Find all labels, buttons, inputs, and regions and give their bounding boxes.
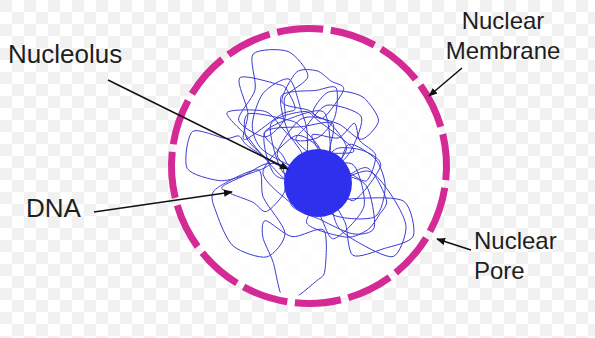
membrane-segment — [200, 251, 239, 287]
dna-strand — [186, 131, 270, 181]
nuclear-membrane — [168, 25, 450, 307]
membrane-segment — [418, 83, 445, 127]
membrane-segment — [189, 57, 225, 96]
membrane-segment — [439, 133, 450, 180]
membrane-segment — [394, 236, 430, 275]
part-label: DNA — [26, 192, 106, 225]
leader-line — [108, 80, 288, 169]
part-label: Nuclear Pore — [474, 226, 578, 286]
membrane-segment — [168, 152, 179, 199]
membrane-segment — [242, 284, 288, 305]
membrane-segment — [379, 46, 418, 82]
nucleoplasm — [173, 30, 445, 302]
dna-strand — [262, 221, 326, 302]
leader-line — [94, 192, 232, 212]
dna-strand — [239, 77, 295, 140]
dna-strands — [186, 50, 414, 302]
part-label: Nuclear Membrane — [436, 6, 570, 66]
dna-strand — [337, 198, 414, 256]
leader-line — [429, 68, 462, 96]
leader-line — [437, 239, 471, 250]
membrane-segment — [170, 99, 191, 145]
membrane-segment — [330, 27, 376, 48]
membrane-segment — [226, 31, 270, 58]
part-label: Nucleolus — [8, 38, 178, 71]
dna-strand — [212, 170, 285, 257]
membrane-segment — [427, 187, 448, 233]
membrane-segment — [174, 204, 201, 248]
nucleolus-disc — [284, 149, 352, 217]
membrane-segment — [347, 275, 391, 302]
membrane-segment — [295, 296, 342, 307]
leader-lines — [94, 68, 471, 250]
membrane-segment — [276, 25, 323, 36]
